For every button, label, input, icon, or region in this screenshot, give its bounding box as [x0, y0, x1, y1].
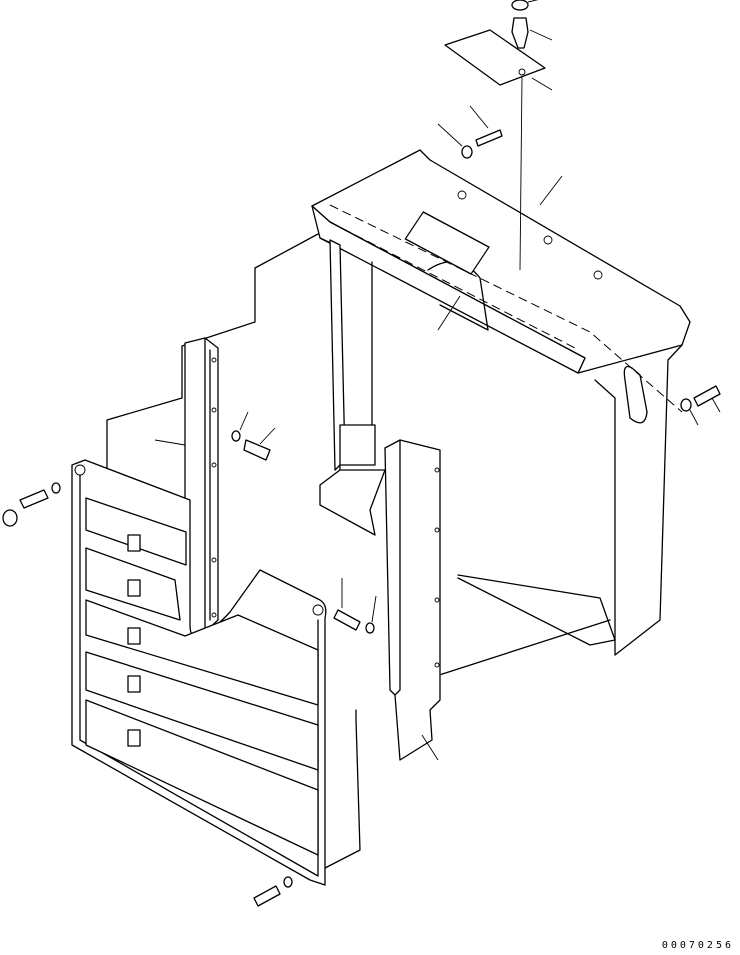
- top-washer: [461, 145, 473, 159]
- cover-hole-1: [434, 467, 440, 473]
- left-post-inner: [204, 337, 211, 633]
- left-washer: [51, 482, 61, 494]
- latch-3: [127, 627, 141, 645]
- mid-bolt: [243, 439, 271, 461]
- rear-panel-right-edge: [429, 619, 611, 679]
- right-bolt: [693, 385, 721, 407]
- leader-post: [154, 439, 186, 446]
- right-washer: [680, 398, 692, 412]
- latch-4: [127, 675, 141, 693]
- left-bolt-group: [2, 482, 61, 527]
- post-hole-5: [211, 612, 217, 618]
- mid-washer: [231, 430, 241, 442]
- post-hole-2: [211, 407, 217, 413]
- frame-hole-1: [457, 190, 467, 200]
- post-hole-4: [211, 557, 217, 563]
- grille-corner-hole-2: [312, 604, 324, 616]
- frame-hole-3: [593, 270, 603, 280]
- right-cover: [384, 439, 441, 761]
- bottom-washer: [283, 876, 293, 888]
- lower-washer: [365, 622, 375, 634]
- right-bolt-group: [680, 385, 721, 426]
- cover-bolt-axis: [519, 75, 523, 271]
- left-plug: [2, 509, 18, 527]
- leader-lower: [341, 578, 377, 623]
- top-cover-plate: [444, 29, 546, 86]
- top-bolt: [475, 129, 503, 147]
- leader-mid: [239, 411, 276, 445]
- grille-slot-1: [85, 497, 187, 566]
- right-cover-group: [384, 439, 441, 761]
- latch-2: [127, 579, 141, 597]
- frame-left-bracket: [319, 469, 386, 536]
- leader-top-bolt: [437, 105, 563, 331]
- grille-slot-3: [85, 599, 319, 706]
- leader-cover: [527, 0, 553, 91]
- bottom-bolt-group: [253, 876, 293, 907]
- top-bolt-group: [437, 105, 563, 331]
- top-frame-assembly: [311, 149, 691, 656]
- part-code-label: 00070256: [661, 940, 734, 951]
- latch-1: [127, 534, 141, 552]
- bottom-bolt: [253, 885, 281, 907]
- left-bolt: [19, 489, 49, 509]
- frame-bottom-rail: [457, 574, 616, 646]
- top-frame-right-side: [594, 344, 683, 656]
- post-hole-3: [211, 462, 217, 468]
- frame-left-plate: [339, 424, 376, 466]
- front-grille-panel: [71, 459, 327, 886]
- leader-right: [689, 397, 721, 426]
- latch-5: [127, 729, 141, 747]
- leader-cover-bottom: [421, 734, 439, 761]
- right-cover-fold: [394, 439, 401, 696]
- mid-bolt-group: [231, 411, 276, 461]
- grille-slot-4: [85, 651, 319, 771]
- cover-hole-2: [434, 527, 440, 533]
- grille-slot-5: [85, 699, 319, 856]
- top-frame-dashed-guide: [329, 204, 683, 413]
- grille-corner-hole-1: [74, 464, 86, 476]
- top-frame-front-face: [311, 205, 586, 374]
- frame-handle: [623, 365, 648, 424]
- cover-plate-hole: [518, 68, 526, 76]
- cover-hole-3: [434, 597, 440, 603]
- cover-cap: [511, 0, 529, 11]
- cover-bolt: [511, 17, 529, 49]
- cover-hole-4: [434, 662, 440, 668]
- top-frame-access-hole: [404, 211, 490, 275]
- post-hole-1: [211, 357, 217, 363]
- lower-bolt-group: [333, 578, 377, 634]
- frame-hole-2: [543, 235, 553, 245]
- top-cover-group: [444, 0, 553, 271]
- lower-bolt: [333, 609, 361, 631]
